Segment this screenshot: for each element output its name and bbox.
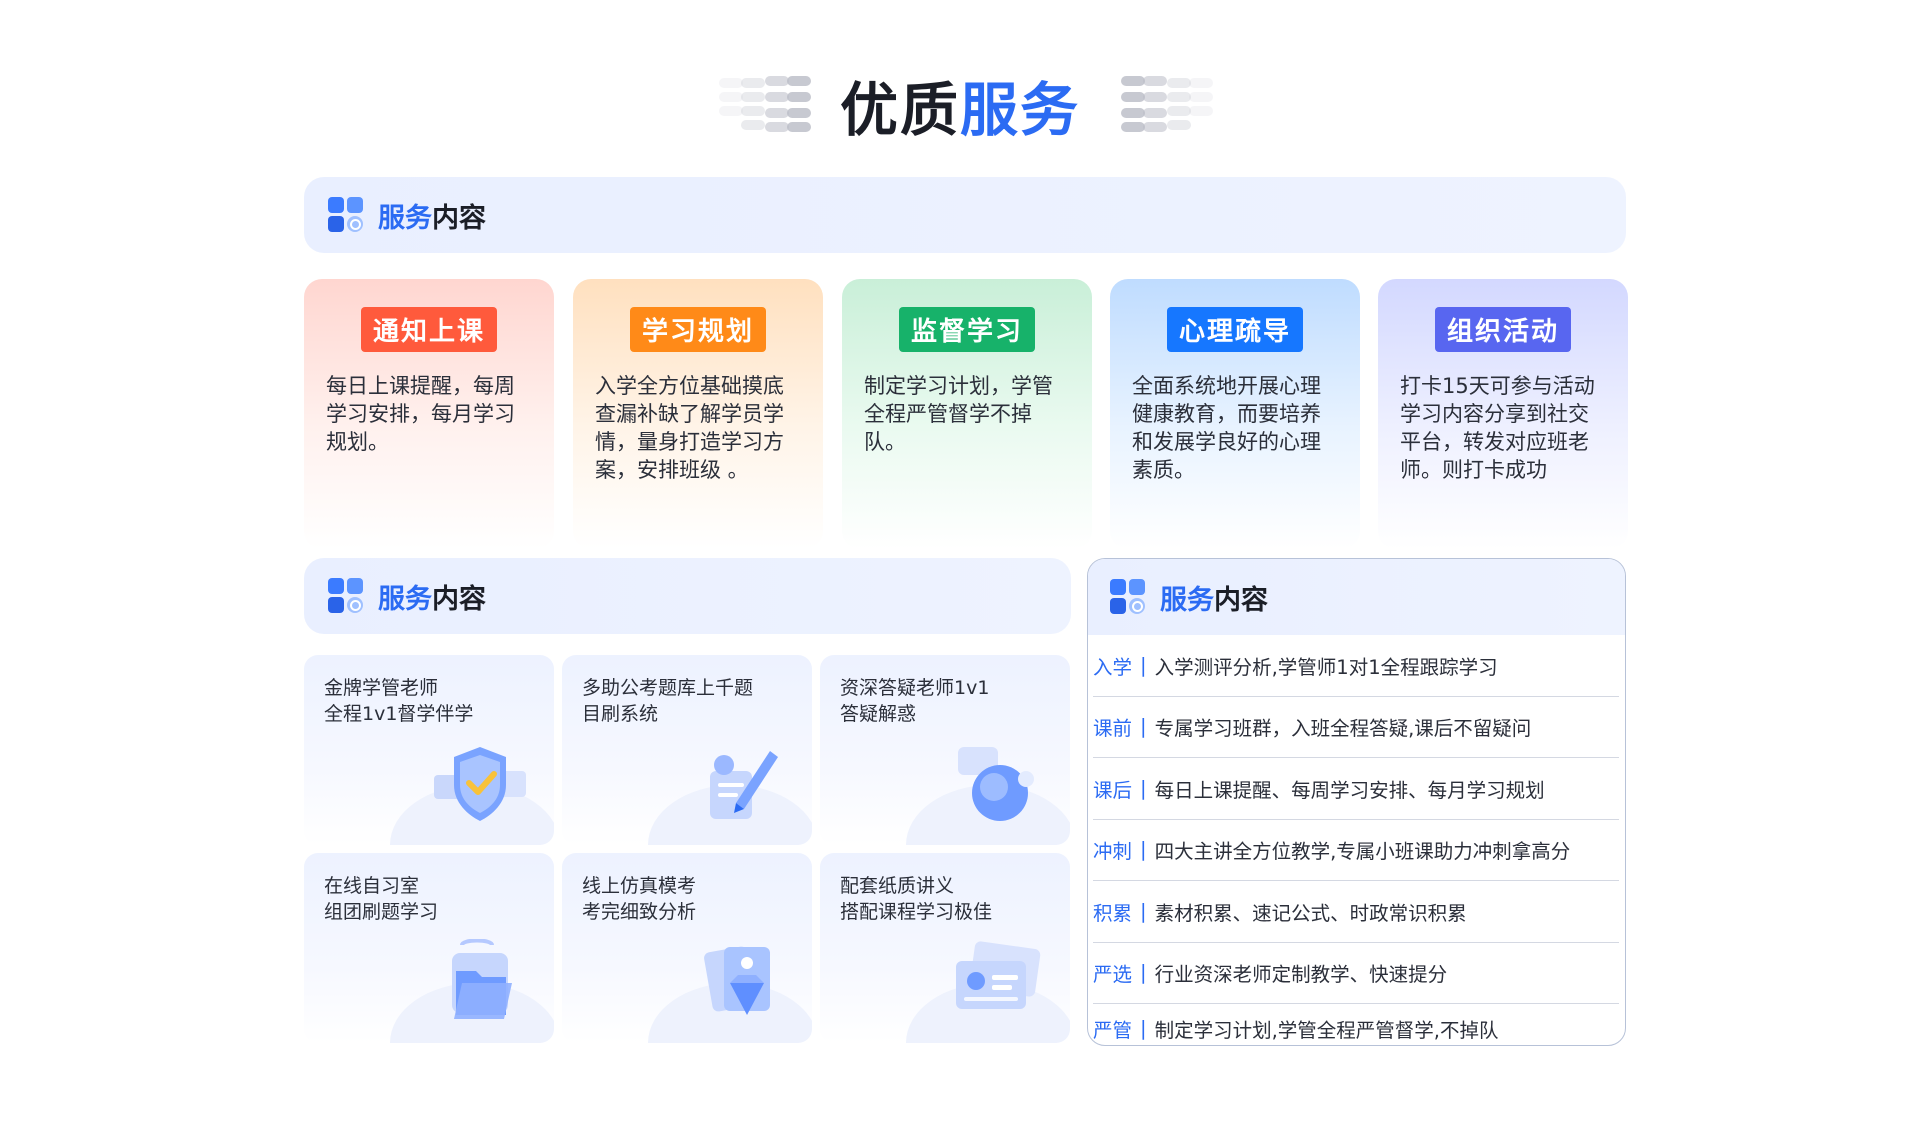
service-line-1: 线上仿真模考	[582, 875, 697, 897]
service-line-2: 答疑解惑	[840, 703, 917, 725]
service-line-2: 组团刷题学习	[324, 901, 439, 923]
page-title-row: 优质服务	[0, 72, 1920, 144]
service-line-1: 多助公考题库上千题	[582, 677, 754, 699]
feature-card-plan: 学习规划 入学全方位基础摸底查漏补缺了解学员学情，量身打造学习方案，安排班级 。	[573, 279, 823, 549]
page-title: 优质服务	[840, 63, 1080, 147]
list-item: 入学|入学测评分析,学管师1对1全程跟踪学习	[1093, 635, 1619, 697]
grid-search-icon	[1110, 579, 1146, 615]
list-item: 冲刺|四大主讲全方位教学,专属小班课助力冲刺拿高分	[1093, 820, 1619, 881]
title-part-1: 优质	[839, 76, 960, 144]
list-item: 严选|行业资深老师定制教学、快速提分	[1093, 943, 1619, 1004]
feature-tag: 组织活动	[1434, 307, 1571, 352]
grid-search-icon	[328, 197, 364, 233]
feature-desc: 每日上课提醒，每周学习安排，每月学习规划。	[326, 374, 515, 454]
service-card: 在线自习室 组团刷题学习	[304, 853, 554, 1043]
service-line-1: 在线自习室	[324, 875, 420, 897]
diamond-card-icon	[704, 946, 770, 1015]
service-line-2: 全程1v1督学伴学	[324, 703, 474, 725]
service-card: 资深答疑老师1v1 答疑解惑	[820, 655, 1070, 845]
id-card-icon	[956, 941, 1041, 1009]
shield-check-icon	[434, 747, 526, 821]
service-card: 配套纸质讲义 搭配课程学习极佳	[820, 853, 1070, 1043]
feature-card-notify: 通知上课 每日上课提醒，每周学习安排，每月学习规划。	[304, 279, 554, 549]
service-line-2: 考完细致分析	[582, 901, 697, 923]
feature-desc: 入学全方位基础摸底查漏补缺了解学员学情，量身打造学习方案，安排班级 。	[595, 374, 784, 482]
service-line-1: 配套纸质讲义	[840, 875, 955, 897]
section-header-label: 服务内容	[378, 583, 486, 615]
section-header-top: 服务内容	[304, 177, 1626, 253]
feature-desc: 打卡15天可参与活动学习内容分享到社交平台，转发对应班老师。则打卡成功	[1400, 374, 1595, 482]
section-header-label: 服务内容	[378, 202, 486, 234]
service-card: 线上仿真模考 考完细致分析	[562, 853, 812, 1043]
service-card: 多助公考题库上千题 目刷系统	[562, 655, 812, 845]
feature-desc: 全面系统地开展心理健康教育，而要培养和发展学良好的心理素质。	[1132, 374, 1321, 482]
service-list: 入学|入学测评分析,学管师1对1全程跟踪学习 课前|专属学习班群，入班全程答疑,…	[1088, 635, 1625, 1045]
decorative-dots-right	[1121, 76, 1213, 134]
feature-tag: 学习规划	[629, 307, 766, 352]
list-item: 严管|制定学习计划,学管全程严管督学,不掉队	[1093, 1016, 1499, 1042]
service-line-1: 资深答疑老师1v1	[840, 677, 990, 699]
service-line-2: 搭配课程学习极佳	[840, 901, 993, 923]
chat-bubble-icon	[958, 747, 1034, 821]
feature-tag: 心理疏导	[1166, 307, 1303, 352]
section-header-label: 服务内容	[1160, 584, 1268, 616]
pen-doc-icon	[710, 751, 778, 819]
feature-card-supervise: 监督学习 制定学习计划，学管全程严管督学不掉队。	[842, 279, 1092, 549]
feature-tag: 监督学习	[898, 307, 1035, 352]
service-card: 金牌学管老师 全程1v1督学伴学	[304, 655, 554, 845]
feature-card-activity: 组织活动 打卡15天可参与活动学习内容分享到社交平台，转发对应班老师。则打卡成功	[1378, 279, 1628, 549]
folder-icon	[452, 939, 512, 1019]
service-line-2: 目刷系统	[582, 703, 659, 725]
service-list-panel: 服务内容 入学|入学测评分析,学管师1对1全程跟踪学习 课前|专属学习班群，入班…	[1087, 558, 1626, 1046]
decorative-dots-left	[719, 76, 811, 134]
feature-card-counsel: 心理疏导 全面系统地开展心理健康教育，而要培养和发展学良好的心理素质。	[1110, 279, 1360, 549]
section-header-left: 服务内容	[304, 558, 1071, 634]
list-item: 课前|专属学习班群，入班全程答疑,课后不留疑问	[1093, 697, 1619, 758]
feature-tag: 通知上课	[360, 307, 497, 352]
list-item: 积累|素材积累、速记公式、时政常识积累	[1093, 881, 1619, 943]
title-part-2: 服务	[960, 76, 1081, 144]
feature-desc: 制定学习计划，学管全程严管督学不掉队。	[864, 374, 1053, 454]
service-line-1: 金牌学管老师	[324, 677, 439, 699]
section-header-right: 服务内容	[1088, 559, 1625, 635]
list-item: 课后|每日上课提醒、每周学习安排、每月学习规划	[1093, 758, 1619, 820]
grid-search-icon	[328, 578, 364, 614]
